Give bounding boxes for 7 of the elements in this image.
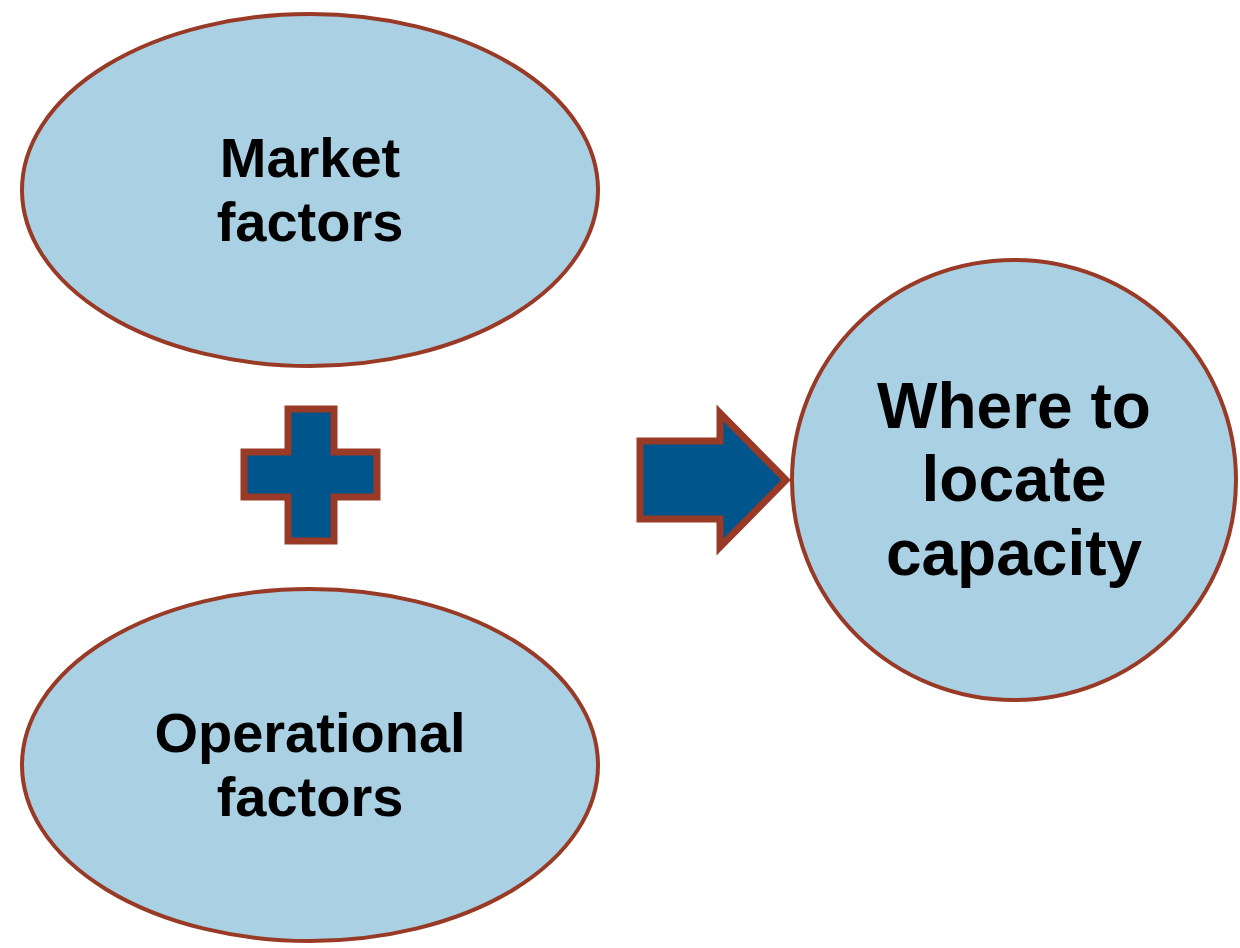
factor-ellipse [20,587,600,943]
node-label: Market factors [215,125,405,255]
block-arrow [636,404,791,556]
node-label: Where to locate capacity [876,369,1152,591]
node-label: Operational factors [153,700,467,830]
result-circle [790,258,1238,702]
factor-ellipse [20,12,600,368]
